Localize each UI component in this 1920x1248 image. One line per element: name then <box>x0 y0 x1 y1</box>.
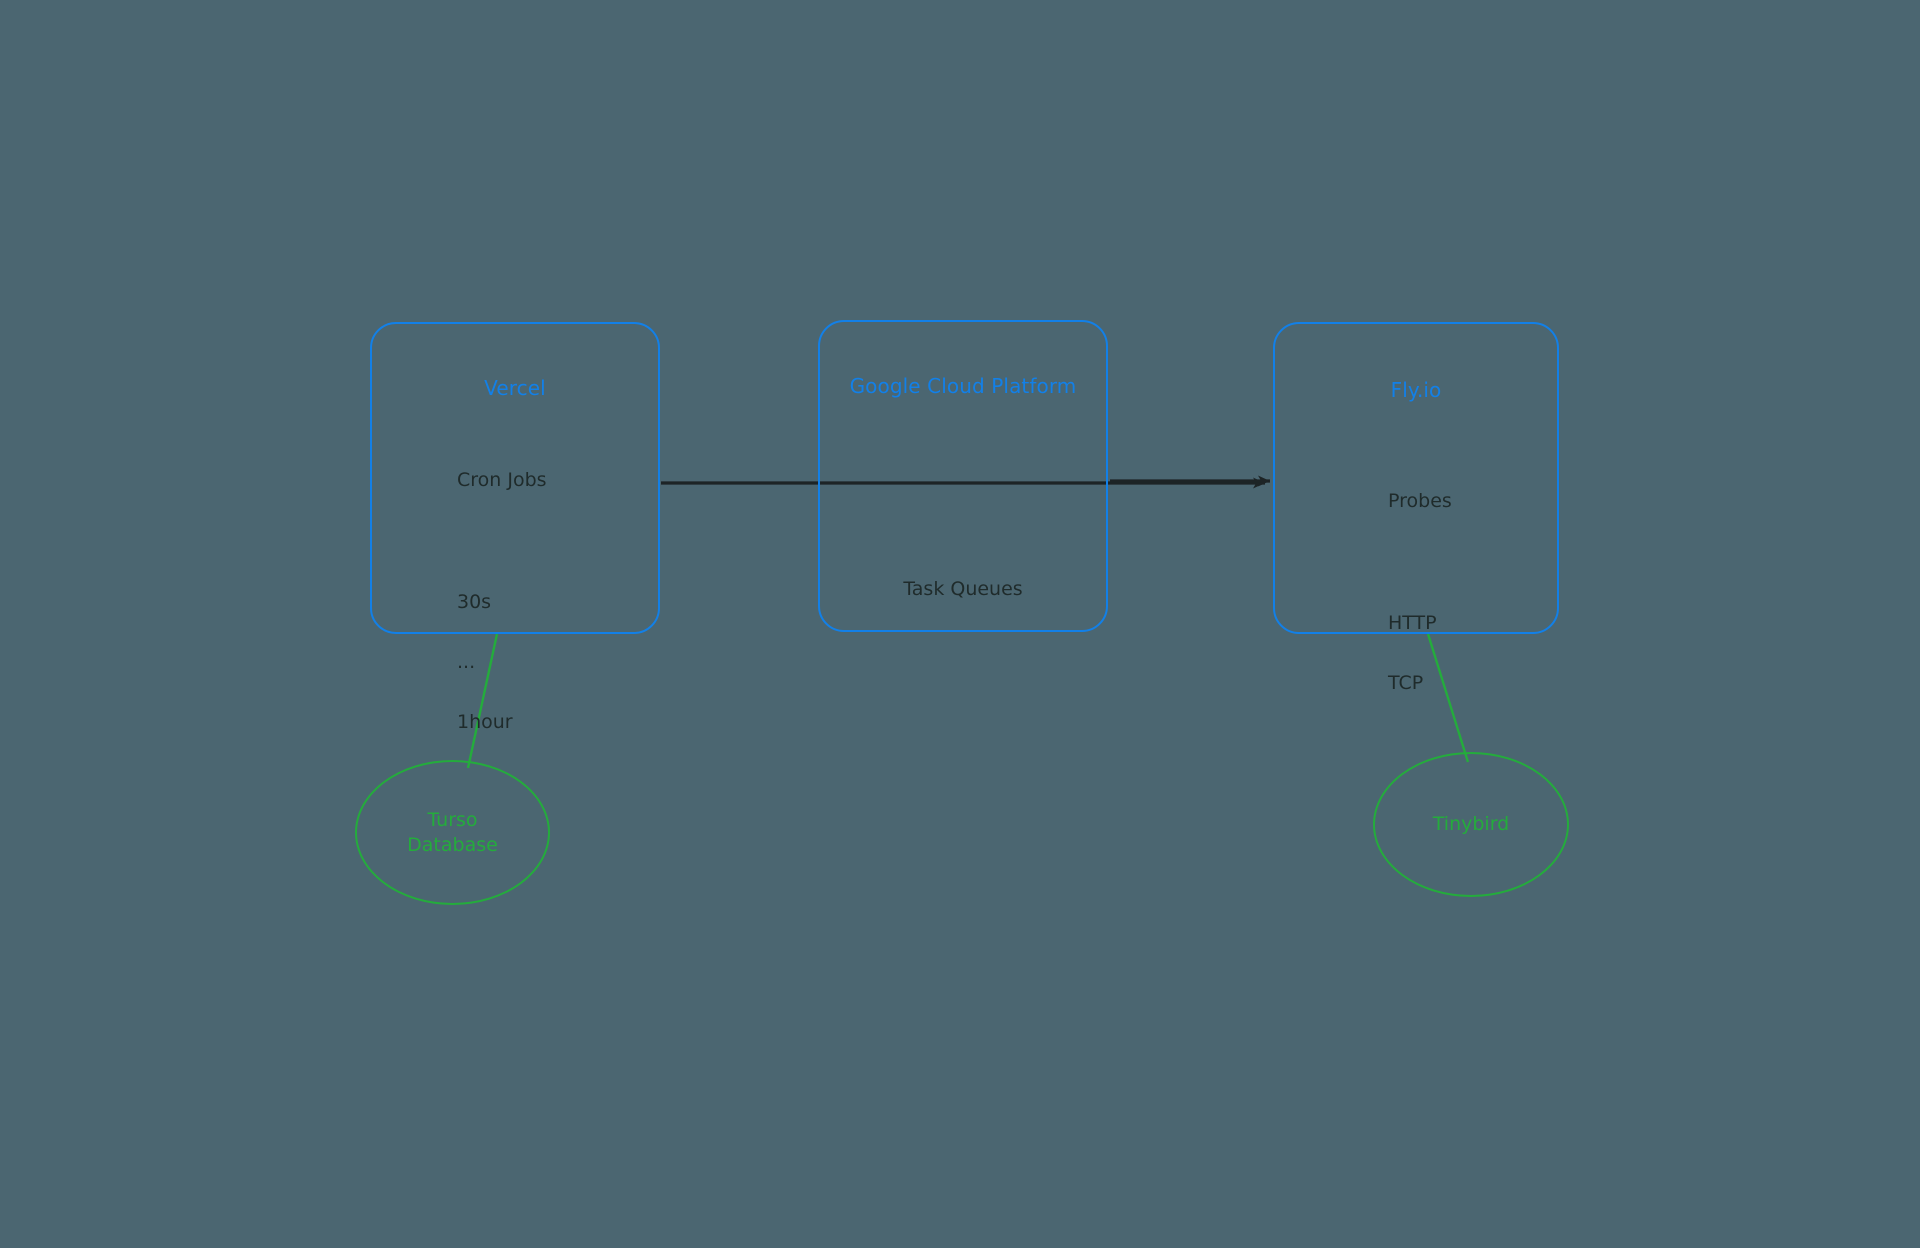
node-vercel[interactable]: Vercel Cron Jobs 30s ... 1hour <box>370 322 660 733</box>
node-gcp[interactable]: Google Cloud Platform Task Queues <box>818 320 1108 632</box>
node-gcp-title: Google Cloud Platform <box>849 374 1077 398</box>
node-vercel-line-1: ... <box>457 651 476 673</box>
node-tinybird-label: Tinybird <box>1432 813 1510 835</box>
node-fly-spacer <box>1388 550 1452 574</box>
node-fly-body: Probes HTTP TCP <box>1388 452 1452 732</box>
node-vercel-lead: Cron Jobs <box>457 469 547 491</box>
node-fly[interactable]: Fly.io Probes HTTP TCP <box>1273 322 1559 694</box>
node-fly-title: Fly.io <box>1390 378 1442 402</box>
node-turso-database-label: Turso Database <box>407 808 498 856</box>
node-gcp-lead: Task Queues <box>903 578 1023 600</box>
node-tinybird[interactable]: Tinybird <box>1373 752 1569 897</box>
node-gcp-body: Task Queues <box>820 540 1106 638</box>
node-fly-line-0: HTTP <box>1388 612 1437 634</box>
node-vercel-title: Vercel <box>484 376 546 400</box>
node-vercel-line-0: 30s <box>457 591 492 613</box>
node-vercel-spacer <box>457 529 547 553</box>
node-vercel-line-2: 1hour <box>457 711 513 733</box>
node-fly-lead: Probes <box>1388 490 1452 512</box>
node-vercel-body: Cron Jobs 30s ... 1hour <box>457 431 547 771</box>
node-fly-line-1: TCP <box>1388 672 1424 694</box>
node-turso-database[interactable]: Turso Database <box>355 760 550 905</box>
